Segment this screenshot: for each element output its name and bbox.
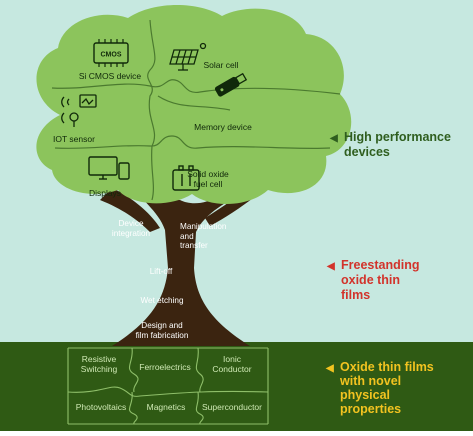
level-devices-line2: devices [344,145,390,159]
step-manipulation-3: transfer [180,241,208,250]
material-resistive-switching-2: Switching [81,364,118,374]
solar-panel-icon [169,42,207,71]
chip-icon: CMOS [93,39,129,67]
step-device-integration-1: Device [118,219,143,228]
device-label-iot-sensor: IOT sensor [53,134,95,144]
level-high-performance: ◀ High performance devices [329,130,451,159]
level-oxide-films: ◀ Oxide thin films with novel physical p… [325,360,434,416]
ground-labels: Resistive Switching Ferroelectrics Ionic… [76,354,262,412]
level-freestanding-line2: oxide thin [341,273,400,287]
display-icon [88,156,130,180]
step-wet-etching: Wet etching [140,296,184,305]
ground-band [0,342,473,431]
device-label-memory: Memory device [194,122,252,132]
trunk-labels: Device integration Manipulation and tran… [112,219,227,340]
step-manipulation-1: Manipulation [180,222,227,231]
step-manipulation-2: and [180,232,194,241]
material-ionic-conductor-2: Conductor [212,364,251,374]
canopy-labels: Si CMOS device Solar cell IOT sensor Mem… [53,60,252,198]
level-freestanding-line1: Freestanding [341,258,420,272]
chip-label: CMOS [101,52,122,59]
device-label-displays: Displays [89,188,121,198]
material-ferroelectrics: Ferroelectrics [139,362,190,372]
level-oxide-line4: properties [340,402,401,416]
ground-puzzle-lines [67,347,269,425]
material-resistive-switching-1: Resistive [82,354,117,364]
level-marker-devices: ◀ [329,133,338,144]
usb-drive-icon [214,72,248,97]
device-label-solar-cell: Solar cell [204,60,239,70]
material-magnetics: Magnetics [147,402,186,412]
step-design-2: film fabrication [136,331,189,340]
canopy-puzzle-lines [51,19,341,201]
level-oxide-line3: physical [340,388,390,402]
sensor-icon [61,94,97,127]
material-photovoltaics: Photovoltaics [76,402,127,412]
device-label-si-cmos: Si CMOS device [79,71,142,81]
step-lift-off: Lift-off [150,267,173,276]
material-superconductor: Superconductor [202,402,262,412]
level-freestanding: ◀ Freestanding oxide thin films [326,258,420,302]
level-freestanding-line3: films [341,288,370,302]
level-marker-freestanding: ◀ [326,261,335,272]
level-oxide-line1: Oxide thin films [340,360,434,374]
battery-icon [172,165,200,191]
material-ionic-conductor-1: Ionic [223,354,242,364]
step-device-integration-2: integration [112,229,151,238]
level-devices-line1: High performance [344,130,451,144]
tree-canopy [36,5,352,205]
step-design-1: Design and [141,321,183,330]
device-label-fuel-cell-line1: Solid oxide [187,169,229,179]
level-oxide-line2: with novel [339,374,401,388]
level-marker-oxide: ◀ [325,363,334,374]
device-label-fuel-cell-line2: fuel cell [194,179,223,189]
